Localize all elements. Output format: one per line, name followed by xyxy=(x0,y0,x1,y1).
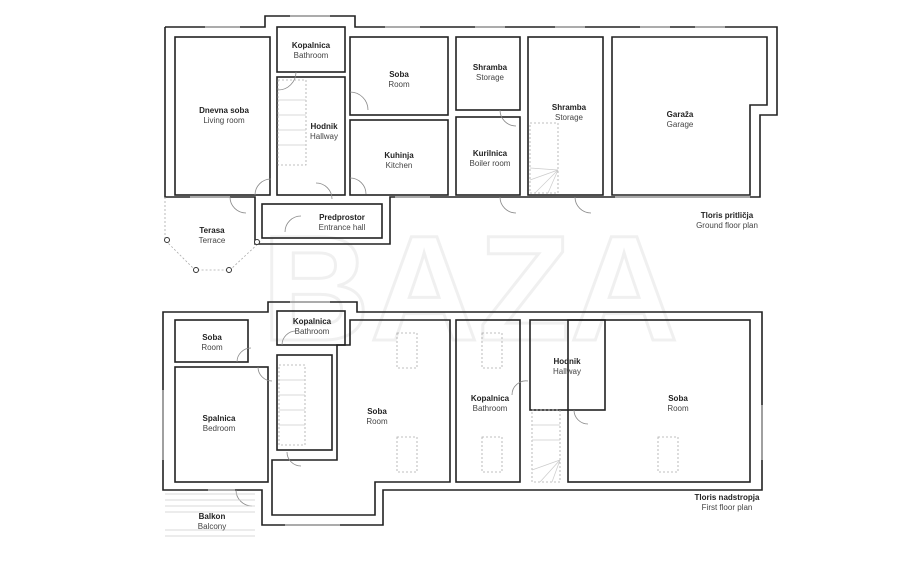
room-bathroom xyxy=(276,26,346,73)
label: Kopalnica xyxy=(471,394,510,403)
ground-labels: Dnevna soba Living room Kopalnica Bathro… xyxy=(199,41,758,245)
label: Predprostor xyxy=(319,213,365,222)
doors xyxy=(229,71,592,233)
balcony xyxy=(165,493,255,537)
label: Kopalnica xyxy=(292,41,331,50)
plan-title: Tloris nadstropja xyxy=(695,493,760,502)
label: Room xyxy=(201,343,223,352)
terrace xyxy=(164,197,263,273)
label: Storage xyxy=(476,73,505,82)
label: Bedroom xyxy=(203,424,236,433)
room-stair-hall xyxy=(276,354,333,451)
label: Shramba xyxy=(473,63,508,72)
label: Shramba xyxy=(552,103,587,112)
room-kitchen xyxy=(349,119,449,196)
label: Bathroom xyxy=(295,327,330,336)
label: Living room xyxy=(203,116,245,125)
label: Garaža xyxy=(667,110,694,119)
label: Hodnik xyxy=(553,357,581,366)
label: Terrace xyxy=(199,236,226,245)
room-storage-2 xyxy=(527,36,604,196)
label: Kuhinja xyxy=(384,151,414,160)
label: Bathroom xyxy=(473,404,508,413)
label: Hodnik xyxy=(310,122,338,131)
room-bathroom-1 xyxy=(276,310,346,346)
label: Terasa xyxy=(199,226,225,235)
plan-subtitle: First floor plan xyxy=(702,503,753,512)
room-garage xyxy=(611,36,768,196)
plan-subtitle: Ground floor plan xyxy=(696,221,758,230)
room-bedroom xyxy=(174,366,269,483)
room-soba-right xyxy=(567,319,751,483)
label: Entrance hall xyxy=(319,223,366,232)
label: Balcony xyxy=(198,522,226,531)
first-floor-plan: Soba Room Kopalnica Bathroom Spalnica Be… xyxy=(162,301,763,537)
ground-floor-plan: Dnevna soba Living room Kopalnica Bathro… xyxy=(164,15,778,273)
room-soba-small xyxy=(174,319,249,363)
label: Spalnica xyxy=(203,414,236,423)
label: Soba xyxy=(668,394,688,403)
windows xyxy=(162,301,763,526)
room-soba xyxy=(349,36,449,116)
doors xyxy=(235,330,589,507)
room-living xyxy=(174,36,271,196)
label: Balkon xyxy=(199,512,226,521)
label: Room xyxy=(667,404,689,413)
room-storage-1 xyxy=(455,36,521,111)
first-outer-wall xyxy=(162,301,763,526)
label: Kopalnica xyxy=(293,317,332,326)
staircase-ground xyxy=(277,79,559,194)
label: Hallway xyxy=(553,367,581,376)
room-boiler xyxy=(455,116,521,196)
label: Room xyxy=(388,80,410,89)
skylights xyxy=(396,332,679,473)
label: Hallway xyxy=(310,132,338,141)
label: Soba xyxy=(389,70,409,79)
first-labels: Soba Room Kopalnica Bathroom Spalnica Be… xyxy=(198,317,760,531)
staircase-first xyxy=(278,364,561,483)
room-soba-large xyxy=(271,319,451,516)
label: Soba xyxy=(202,333,222,342)
label: Room xyxy=(366,417,388,426)
room-bathroom-2 xyxy=(455,319,521,483)
room-entrance xyxy=(261,203,383,239)
label: Kurilnica xyxy=(473,149,508,158)
label: Bathroom xyxy=(294,51,329,60)
room-hallway xyxy=(276,76,346,196)
label: Soba xyxy=(367,407,387,416)
label: Storage xyxy=(555,113,584,122)
label: Boiler room xyxy=(470,159,511,168)
plan-title: Tloris pritličja xyxy=(701,211,754,220)
label: Garage xyxy=(667,120,694,129)
label: Kitchen xyxy=(386,161,413,170)
windows xyxy=(190,15,750,198)
label: Dnevna soba xyxy=(199,106,249,115)
